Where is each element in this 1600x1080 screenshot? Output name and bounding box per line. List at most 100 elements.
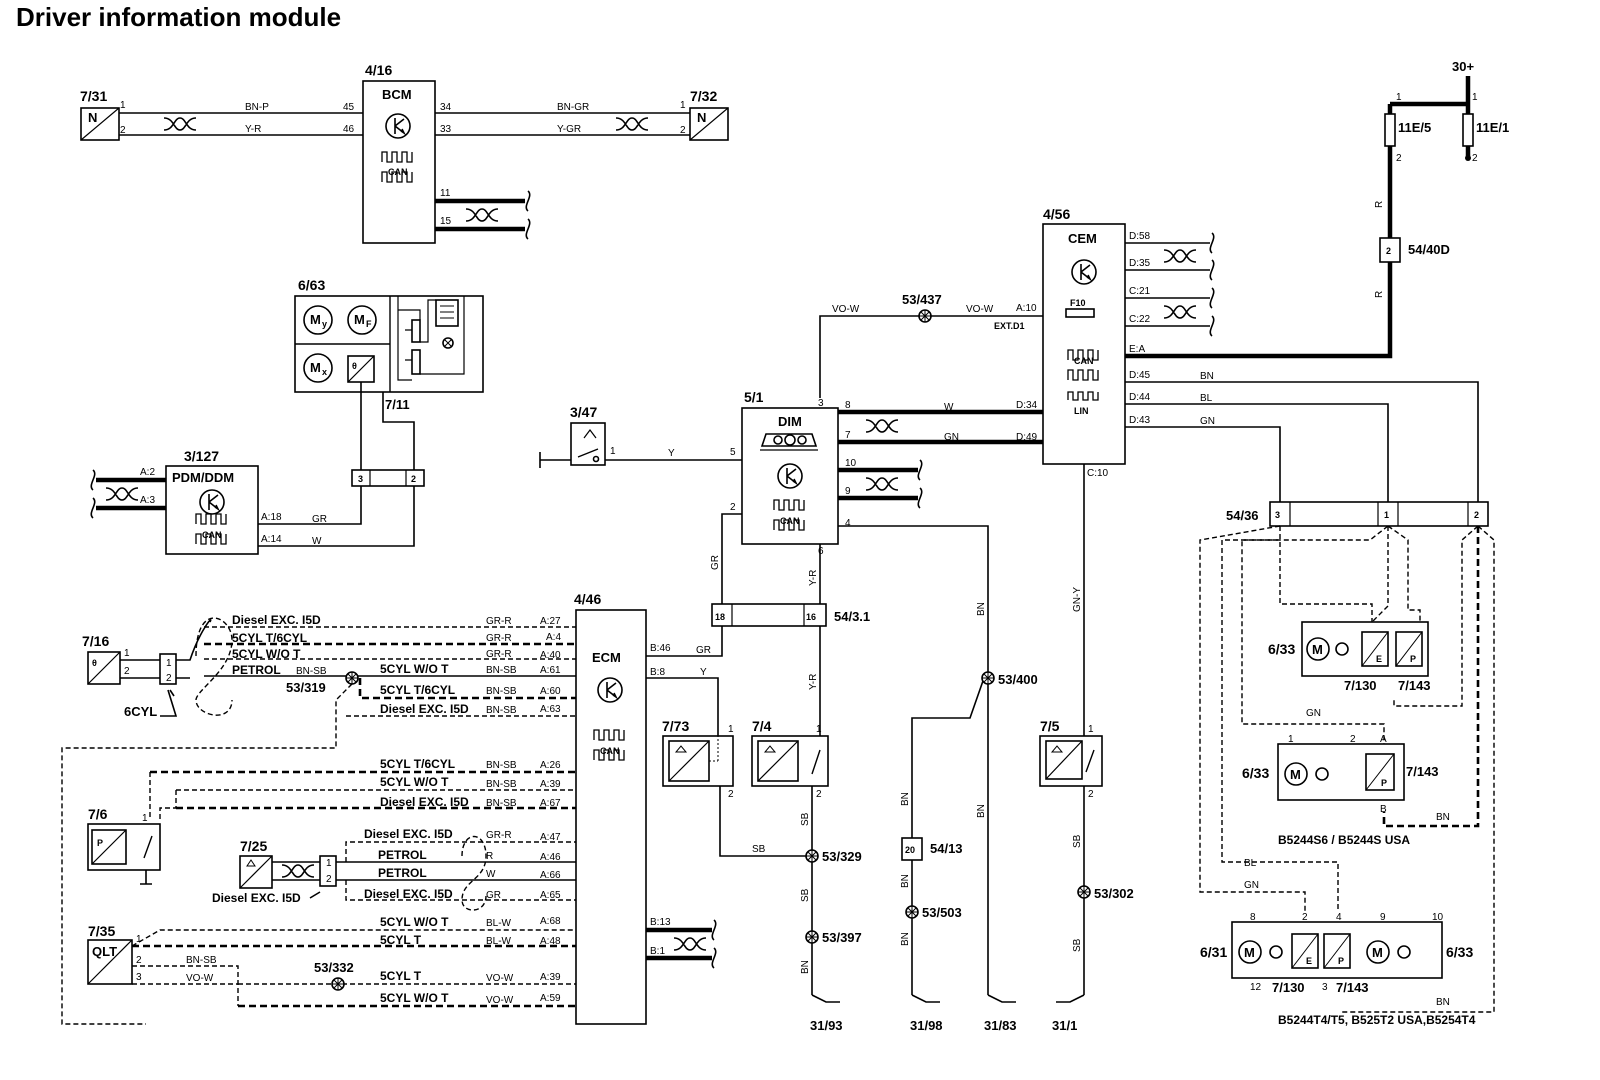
ground-31-83: 31/83 — [984, 1018, 1017, 1033]
svg-text:R: R — [1374, 291, 1385, 298]
sensor-7-6: P 7/6 1 — [87, 806, 161, 871]
bcm-module: 4/16 BCM CAN 45 46 34 33 11 15 — [343, 62, 452, 244]
svg-text:A:40: A:40 — [540, 650, 561, 661]
svg-text:6/33: 6/33 — [1446, 944, 1473, 960]
ecm-module: 4/46 ECM CAN B:46 B:8 B:13 B:1 — [574, 591, 671, 1025]
wire-label: BN-P — [245, 102, 269, 113]
svg-text:R: R — [486, 851, 493, 862]
svg-text:7/16: 7/16 — [82, 633, 109, 649]
svg-text:11E/1: 11E/1 — [1476, 120, 1509, 135]
svg-text:8: 8 — [845, 400, 851, 411]
svg-text:5CYL T: 5CYL T — [380, 969, 422, 983]
svg-text:SB: SB — [800, 888, 811, 902]
svg-text:D:58: D:58 — [1129, 231, 1151, 242]
svg-text:2: 2 — [1088, 789, 1094, 800]
svg-text:2: 2 — [166, 673, 172, 684]
svg-text:SB: SB — [752, 844, 766, 855]
svg-text:R: R — [1374, 201, 1385, 208]
engine-variant-label: B5244T4/T5, B525T2 USA,B5254T4 — [1278, 1013, 1476, 1027]
svg-text:x: x — [322, 367, 327, 377]
svg-text:3: 3 — [1275, 510, 1280, 520]
svg-text:A:66: A:66 — [540, 870, 561, 881]
svg-text:P: P — [1410, 654, 1416, 664]
svg-text:Diesel EXC. I5D: Diesel EXC. I5D — [380, 702, 469, 716]
svg-text:1: 1 — [120, 100, 126, 111]
svg-text:A:60: A:60 — [540, 686, 561, 697]
svg-text:A:3: A:3 — [140, 495, 155, 506]
svg-text:GR-R: GR-R — [486, 649, 512, 660]
throttle-unit-6-33-a: M E P 6/33 7/130 7/143 — [1268, 621, 1431, 693]
svg-text:1: 1 — [1088, 724, 1094, 735]
wire-label: W — [312, 536, 322, 547]
svg-text:7/5: 7/5 — [1040, 718, 1060, 734]
svg-text:7/31: 7/31 — [80, 88, 107, 104]
svg-text:BN: BN — [900, 932, 911, 946]
svg-text:Y: Y — [668, 448, 675, 459]
svg-text:9: 9 — [1380, 912, 1386, 923]
svg-text:4: 4 — [1336, 912, 1342, 923]
svg-text:54/40D: 54/40D — [1408, 242, 1450, 257]
svg-text:VO-W: VO-W — [832, 304, 860, 315]
svg-text:6/63: 6/63 — [298, 277, 325, 293]
ground-31-98: 31/98 — [910, 1018, 943, 1033]
svg-text:2: 2 — [816, 789, 822, 800]
svg-text:9: 9 — [845, 486, 851, 497]
svg-text:2: 2 — [411, 474, 416, 484]
svg-text:1: 1 — [816, 724, 822, 735]
svg-text:GR-R: GR-R — [486, 633, 512, 644]
svg-text:1: 1 — [728, 724, 734, 735]
svg-text:QLT: QLT — [92, 944, 117, 959]
svg-text:5CYL T/6CYL: 5CYL T/6CYL — [380, 683, 455, 697]
svg-text:M: M — [1244, 945, 1255, 960]
svg-text:BL-W: BL-W — [486, 936, 512, 947]
svg-text:2: 2 — [1350, 734, 1356, 745]
svg-text:7/143: 7/143 — [1336, 980, 1369, 995]
svg-text:A: A — [1380, 734, 1387, 745]
svg-text:M: M — [354, 312, 365, 327]
svg-text:F10: F10 — [1070, 298, 1086, 308]
svg-text:A:39: A:39 — [540, 779, 561, 790]
svg-text:A:18: A:18 — [261, 512, 282, 523]
fuse-11e-1 — [1462, 113, 1474, 147]
svg-text:5CYL W/O T: 5CYL W/O T — [232, 647, 301, 661]
wire-label: GR — [312, 514, 327, 525]
svg-text:GN: GN — [1200, 416, 1215, 427]
svg-text:CAN: CAN — [600, 746, 620, 756]
svg-text:7/73: 7/73 — [662, 718, 689, 734]
svg-text:B:13: B:13 — [650, 917, 671, 928]
svg-text:LIN: LIN — [1074, 406, 1089, 416]
svg-text:D:43: D:43 — [1129, 415, 1151, 426]
svg-text:BCM: BCM — [382, 87, 412, 102]
svg-text:2: 2 — [1302, 912, 1308, 923]
svg-text:A:14: A:14 — [261, 534, 282, 545]
svg-text:10: 10 — [1432, 912, 1444, 923]
switch-3-47: 3/47 1 — [570, 404, 616, 466]
svg-text:Y: Y — [700, 667, 707, 678]
svg-text:Diesel EXC. I5D: Diesel EXC. I5D — [212, 891, 301, 905]
svg-text:BN-SB: BN-SB — [186, 955, 217, 966]
svg-text:5CYL W/O T: 5CYL W/O T — [380, 915, 449, 929]
svg-text:A:48: A:48 — [540, 936, 561, 947]
svg-text:7/6: 7/6 — [88, 806, 108, 822]
svg-text:53/503: 53/503 — [922, 905, 962, 920]
switch-7-73: 7/73 1 2 — [662, 718, 734, 800]
ground-31-93: 31/93 — [810, 1018, 843, 1033]
power-label: 30+ — [1452, 59, 1474, 74]
dim-module: 5/1 DIM CAN 3 5 8 7 10 9 2 4 6 — [730, 389, 857, 557]
svg-text:45: 45 — [343, 102, 355, 113]
svg-text:1: 1 — [326, 858, 332, 869]
svg-text:1: 1 — [1288, 734, 1294, 745]
svg-text:54/13: 54/13 — [930, 841, 963, 856]
svg-text:BN-SB: BN-SB — [486, 705, 517, 716]
svg-text:5CYL W/O T: 5CYL W/O T — [380, 662, 449, 676]
svg-text:53/319: 53/319 — [286, 680, 326, 695]
svg-text:BN-SB: BN-SB — [486, 798, 517, 809]
svg-text:E: E — [1376, 654, 1382, 664]
svg-text:54/36: 54/36 — [1226, 508, 1259, 523]
cem-module: 4/56 CEM F10 EXT.D1 CAN LIN D:58 D:35 C:… — [994, 206, 1151, 479]
svg-text:B:46: B:46 — [650, 643, 671, 654]
svg-text:F: F — [366, 319, 372, 329]
svg-text:CAN: CAN — [1074, 356, 1094, 366]
svg-text:53/332: 53/332 — [314, 960, 354, 975]
